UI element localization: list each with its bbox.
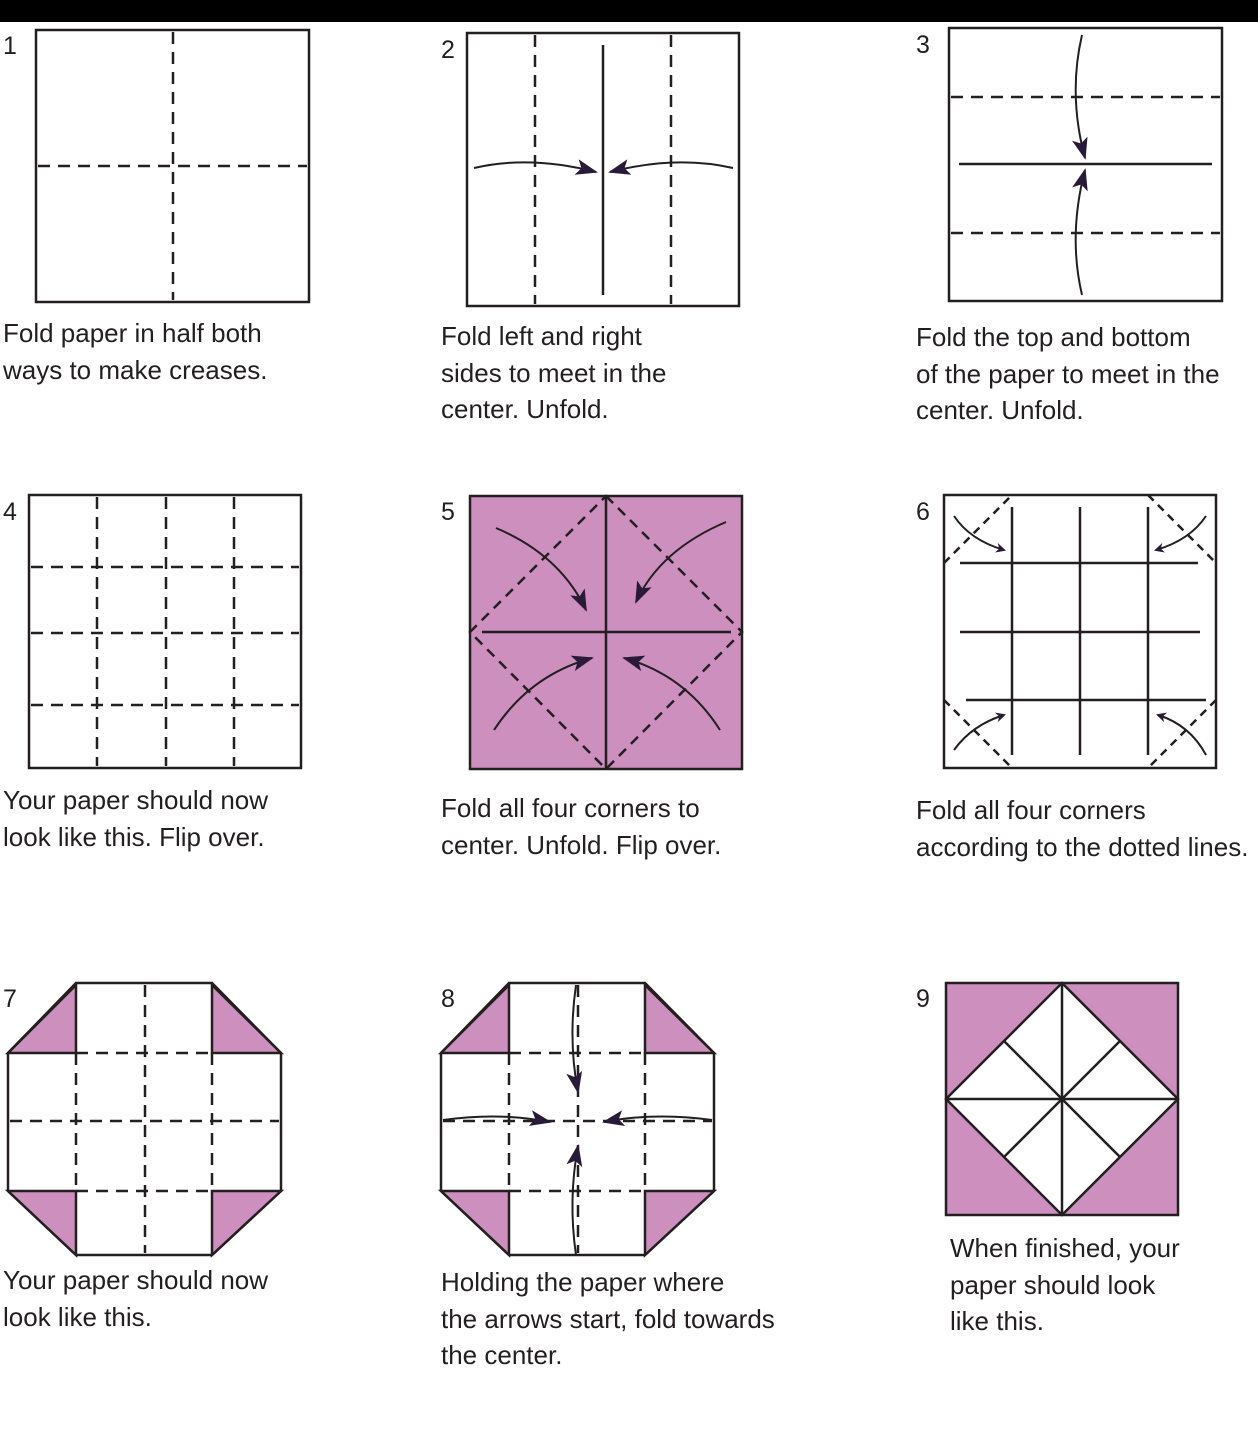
step-4-diagram: [27, 493, 303, 770]
caption-line: the center.: [441, 1340, 563, 1370]
step-2-number: 2: [441, 36, 455, 64]
step-9-number: 9: [916, 985, 930, 1013]
caption-line: center. Unfold.: [916, 395, 1084, 425]
step-7-number: 7: [3, 985, 17, 1013]
caption-line: center. Unfold.: [441, 394, 609, 424]
step-6-diagram: [942, 493, 1218, 770]
caption-line: Fold paper in half both: [3, 318, 262, 348]
caption-line: the arrows start, fold towards: [441, 1303, 775, 1334]
step-9-caption: When finished, your paper should look li…: [950, 1230, 1180, 1340]
caption-line: Fold left and right: [441, 321, 642, 351]
caption-line: ways to make creases.: [3, 354, 268, 385]
step-3-number: 3: [916, 31, 930, 59]
caption-line: When finished, your: [950, 1233, 1180, 1263]
caption-line: look like this.: [3, 1301, 152, 1332]
step-7-diagram: [4, 981, 285, 1258]
step-3-caption: Fold the top and bottom of the paper to …: [916, 319, 1220, 429]
caption-line: according to the dotted lines.: [916, 831, 1249, 862]
step-6-caption: Fold all four corners according to the d…: [916, 792, 1248, 865]
caption-line: sides to meet in the: [441, 357, 667, 388]
caption-line: Fold the top and bottom: [916, 322, 1191, 352]
step-2-caption: Fold left and right sides to meet in the…: [441, 318, 666, 428]
step-9-diagram: [944, 981, 1180, 1217]
caption-line: of the paper to meet in the: [916, 358, 1220, 389]
step-8-diagram: [437, 981, 718, 1258]
step-3-diagram: [947, 26, 1224, 303]
caption-line: look like this. Flip over.: [3, 821, 265, 852]
step-1-diagram: [34, 28, 311, 304]
caption-line: Your paper should now: [3, 785, 269, 815]
step-5-caption: Fold all four corners to center. Unfold.…: [441, 790, 721, 863]
step-2-diagram: [465, 31, 741, 308]
step-5-number: 5: [441, 498, 455, 526]
step-4-caption: Your paper should now look like this. Fl…: [3, 782, 268, 855]
step-8-number: 8: [441, 985, 455, 1013]
caption-line: like this.: [950, 1306, 1044, 1336]
top-bar: [0, 0, 1258, 22]
step-8-caption: Holding the paper where the arrows start…: [441, 1264, 775, 1374]
step-7-caption: Your paper should now look like this.: [3, 1262, 268, 1335]
step-1-number: 1: [3, 32, 17, 60]
caption-line: Fold all four corners: [916, 795, 1146, 825]
caption-line: paper should look: [950, 1269, 1156, 1300]
caption-line: center. Unfold. Flip over.: [441, 829, 722, 860]
step-4-number: 4: [3, 498, 17, 526]
step-5-diagram: [468, 494, 744, 771]
step-1-caption: Fold paper in half both ways to make cre…: [3, 315, 267, 388]
caption-line: Holding the paper where: [441, 1267, 725, 1297]
step-6-number: 6: [916, 498, 930, 526]
caption-line: Fold all four corners to: [441, 793, 700, 823]
caption-line: Your paper should now: [3, 1265, 269, 1295]
